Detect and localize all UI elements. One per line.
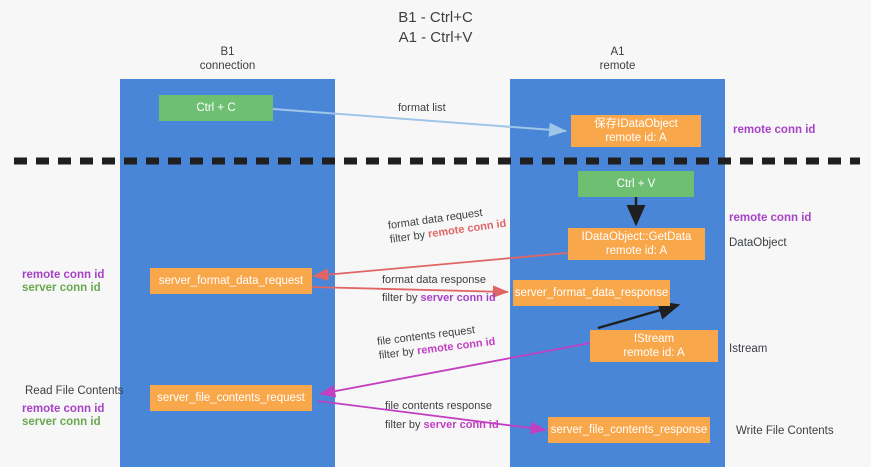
- edge-label-format-list: format list: [398, 101, 446, 115]
- note-read-file-contents: Read File Contents: [25, 385, 124, 397]
- node-ctrl-c-label: Ctrl + C: [196, 102, 236, 114]
- arrow-format-list: [272, 108, 567, 137]
- node-save-idataobject[interactable]: 保存IDataObject remote id: A: [571, 115, 701, 147]
- note-left-server-conn-id-2: server conn id: [22, 416, 101, 428]
- lane-b1-sub: connection: [199, 59, 256, 72]
- note-left-remote-conn-id: remote conn id: [22, 269, 105, 281]
- node-getdata-title: IDataObject::GetData: [581, 231, 692, 243]
- node-istream-title: IStream: [633, 333, 675, 345]
- node-server-file-contents-response[interactable]: server_file_contents_response: [548, 417, 710, 443]
- lane-header-a1: A1 remote: [510, 46, 725, 73]
- note-left-remote-conn-id-2: remote conn id: [22, 403, 105, 415]
- lane-a1-sub: remote: [599, 59, 636, 72]
- node-server-file-contents-request[interactable]: server_file_contents_request: [150, 385, 312, 411]
- edge-label-format-data-response-main: format data response: [382, 274, 486, 286]
- note-remote-conn-id-mid: remote conn id: [729, 212, 812, 224]
- node-save-idataobject-remote-id: remote id: A: [605, 132, 667, 144]
- arrow-format-data-request: [312, 251, 579, 281]
- lane-b1-name: B1: [220, 46, 235, 58]
- note-dataobject: DataObject: [729, 237, 787, 249]
- filter-prefix-2: filter by: [382, 292, 421, 304]
- node-server-format-data-response[interactable]: server_format_data_response: [513, 280, 670, 306]
- filter-key-server-conn-id-2: server conn id: [423, 419, 499, 431]
- edge-label-file-contents-response-filter: filter by server conn id: [385, 418, 499, 432]
- edge-label-file-contents-response-main: file contents response: [385, 400, 493, 412]
- arrow-file-contents-response: [317, 400, 547, 435]
- lane-header-b1: B1 connection: [120, 46, 335, 73]
- node-server-file-contents-response-label: server_file_contents_response: [550, 424, 708, 436]
- edge-label-file-contents-response: file contents response filter by server …: [385, 399, 499, 432]
- edge-label-format-list-text: format list: [398, 102, 446, 114]
- note-left-server-conn-id: server conn id: [22, 282, 101, 294]
- node-istream-remote-id: remote id: A: [623, 347, 685, 359]
- node-server-format-data-request-label: server_format_data_request: [158, 275, 304, 287]
- node-ctrl-v-label: Ctrl + V: [616, 178, 656, 190]
- filter-prefix-4: filter by: [385, 419, 424, 431]
- arrow-format-data-response: [309, 285, 509, 298]
- note-istream: Istream: [729, 343, 768, 355]
- diagram-title: B1 - Ctrl+C A1 - Ctrl+V: [0, 8, 871, 48]
- node-ctrl-v[interactable]: Ctrl + V: [578, 171, 694, 197]
- note-remote-conn-id-top: remote conn id: [733, 124, 816, 136]
- node-save-idataobject-title: 保存IDataObject: [594, 118, 678, 130]
- node-server-format-data-response-label: server_format_data_response: [514, 287, 669, 299]
- edge-label-format-data-response-filter: filter by server conn id: [382, 291, 496, 305]
- node-istream[interactable]: IStream remote id: A: [590, 330, 718, 362]
- node-idataobject-getdata[interactable]: IDataObject::GetData remote id: A: [568, 228, 705, 260]
- filter-key-server-conn-id: server conn id: [420, 292, 496, 304]
- node-server-file-contents-request-label: server_file_contents_request: [157, 392, 305, 404]
- edge-label-format-data-response: format data response filter by server co…: [382, 273, 496, 305]
- node-ctrl-c[interactable]: Ctrl + C: [159, 95, 273, 121]
- arrow-file-contents-request: [319, 342, 591, 398]
- arrow-response-to-istream: [597, 301, 681, 330]
- title-line-1: B1 - Ctrl+C: [398, 9, 473, 26]
- note-write-file-contents: Write File Contents: [736, 425, 834, 437]
- node-getdata-remote-id: remote id: A: [605, 245, 668, 257]
- node-server-format-data-request[interactable]: server_format_data_request: [150, 268, 312, 294]
- lane-a1-name: A1: [610, 46, 625, 58]
- title-line-2: A1 - Ctrl+V: [398, 29, 473, 46]
